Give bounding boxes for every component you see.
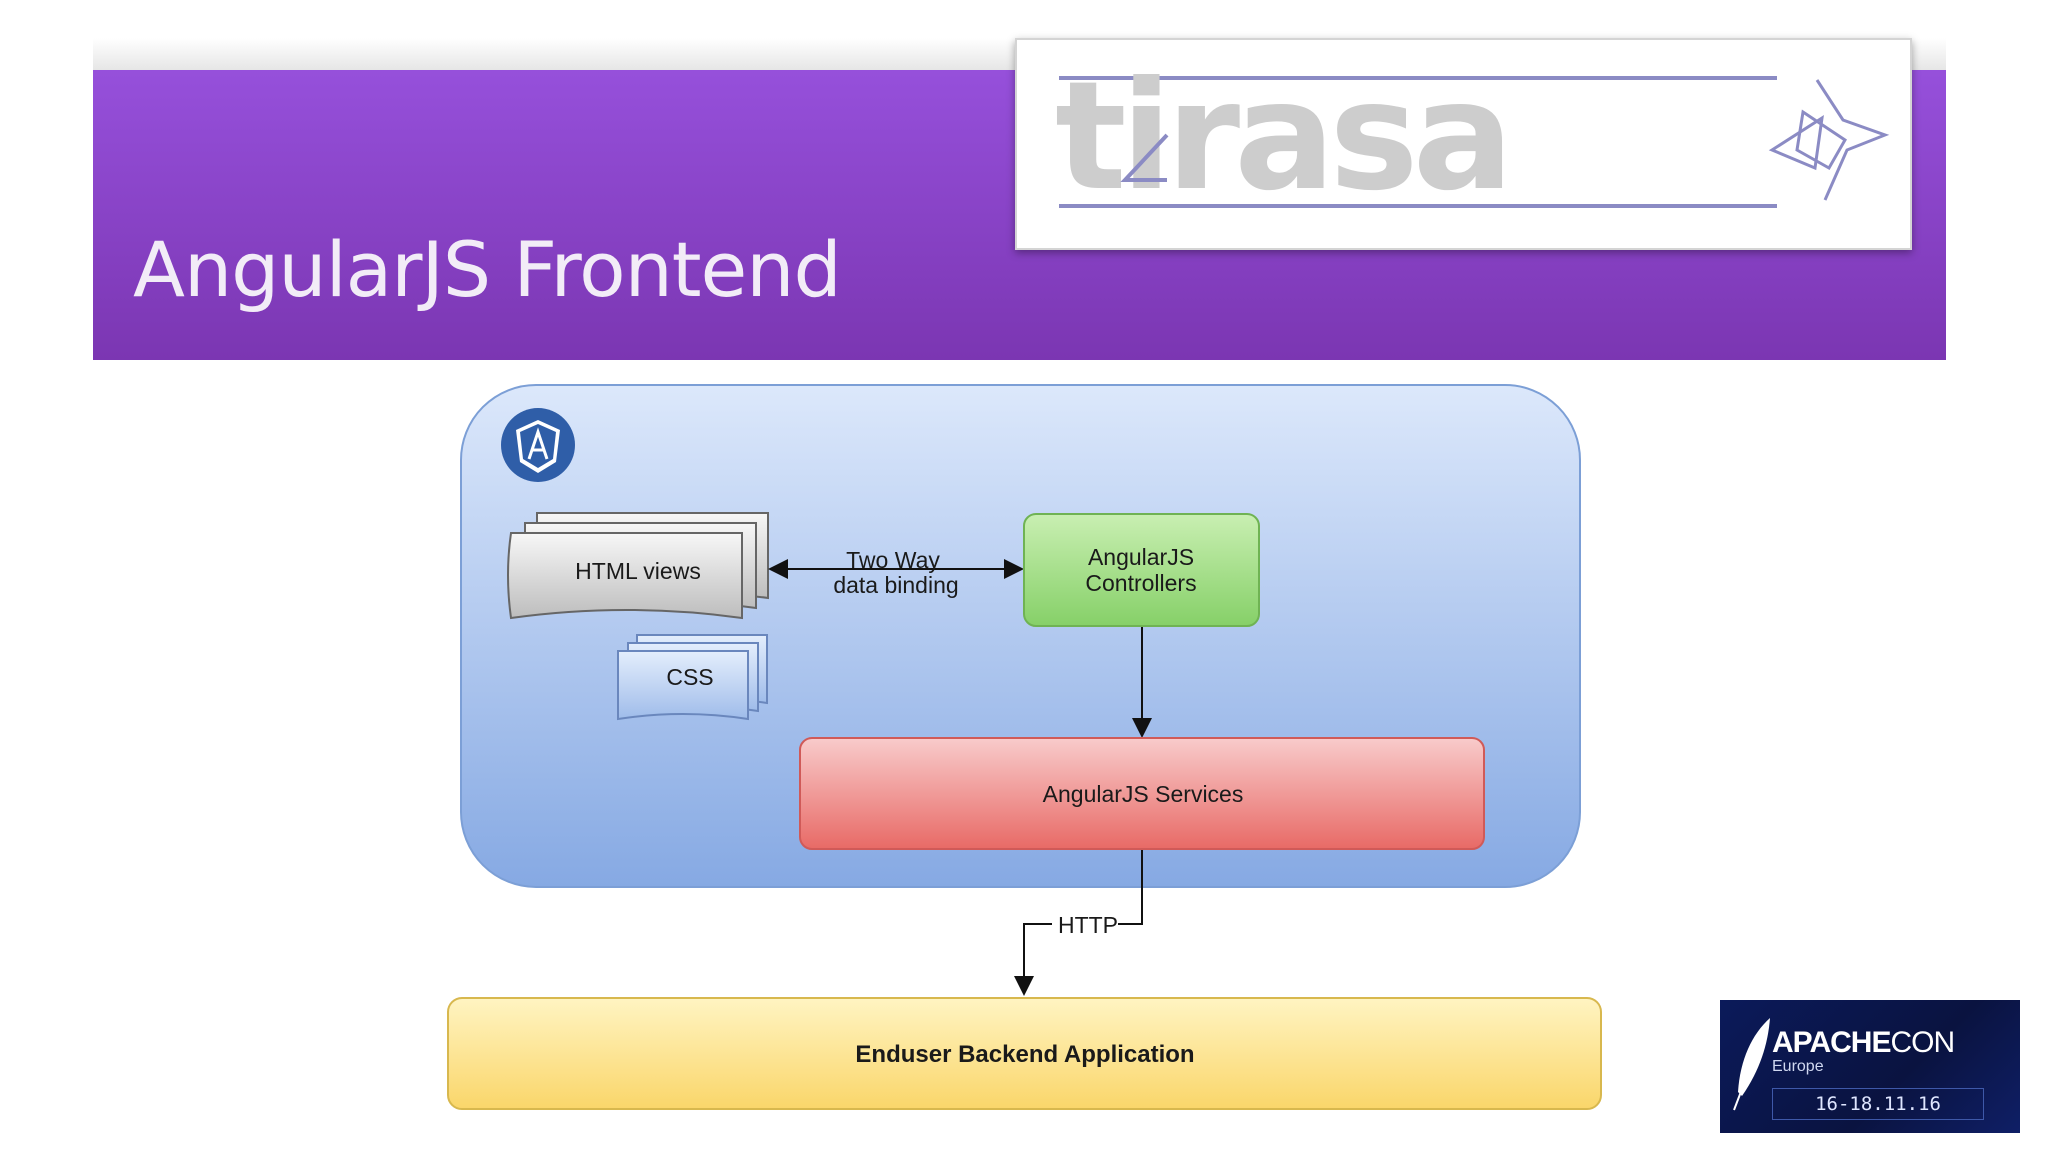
apachecon-dates: 16-18.11.16: [1772, 1088, 1984, 1120]
tirasa-logo-graphic: tirasa: [1055, 50, 1890, 224]
http-label: HTTP: [1058, 912, 1118, 938]
services-label: AngularJS Services: [1043, 781, 1244, 807]
angularjs-shield-icon: [501, 408, 575, 482]
binding-label-line1: Two Way: [846, 547, 940, 573]
tirasa-logo: tirasa: [1015, 38, 1912, 250]
angularjs-services-box: [799, 737, 1485, 850]
controllers-label-line1: AngularJS: [1088, 544, 1194, 570]
apachecon-badge: APACHECON Europe 16-18.11.16: [1720, 1000, 2020, 1133]
angularjs-controllers-box: [1023, 513, 1260, 627]
backend-label: Enduser Backend Application: [855, 1041, 1194, 1068]
http-label-background: [1052, 912, 1118, 936]
tirasa-wordmark: tirasa: [1055, 50, 1508, 224]
apachecon-brand-light: CON: [1890, 1026, 1955, 1059]
apachecon-brand-bold: APACHE: [1772, 1026, 1891, 1059]
feather-icon: [1733, 1018, 1770, 1111]
css-label: CSS: [666, 664, 713, 690]
css-document-stack: [617, 634, 768, 721]
apachecon-wordmark: APACHECON: [1772, 1026, 1955, 1060]
controllers-label-line2: Controllers: [1085, 570, 1196, 596]
binding-label-line2: data binding: [833, 572, 958, 598]
slide-title: AngularJS Frontend: [133, 225, 842, 314]
html-views-document-stack: [507, 512, 769, 620]
enduser-backend-box: [447, 997, 1602, 1110]
html-views-label: HTML views: [575, 558, 701, 584]
apachecon-region: Europe: [1772, 1058, 1824, 1075]
